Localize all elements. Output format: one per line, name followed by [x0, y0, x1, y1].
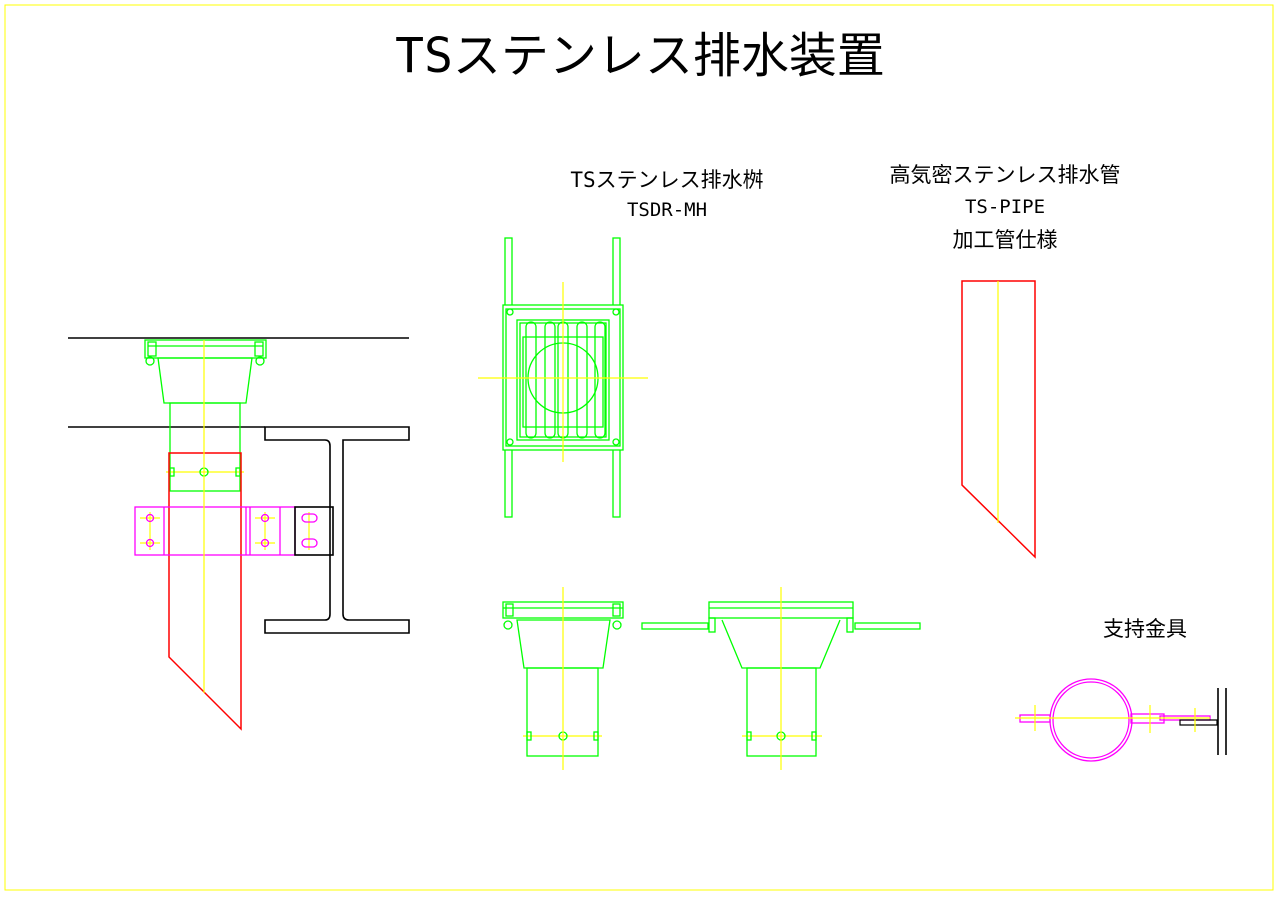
drawing-title: TSステンレス排水装置: [395, 28, 885, 84]
drain-box-name: TSステンレス排水桝: [570, 168, 763, 192]
support-bracket-side: [134, 506, 334, 556]
drain-box-section-view: [502, 587, 624, 770]
ts-pipe-view: [961, 280, 1036, 559]
pipe-spec: 加工管仕様: [953, 228, 1058, 252]
drain-box-model: TSDR-MH: [627, 199, 707, 221]
drain-box-section-view-flanged: [641, 587, 921, 770]
drain-box-plan-view: [478, 237, 648, 518]
installation-section-view: [68, 337, 410, 731]
support-name: 支持金具: [1103, 617, 1187, 641]
support-bracket-view: [1015, 678, 1227, 762]
pipe-model: TS-PIPE: [965, 196, 1045, 218]
drawing-border: [4, 4, 1274, 891]
drain-fitting-side: [144, 339, 267, 492]
h-beam: [264, 426, 410, 634]
ts-pipe-side: [168, 452, 242, 731]
pipe-name: 高気密ステンレス排水管: [890, 163, 1121, 187]
